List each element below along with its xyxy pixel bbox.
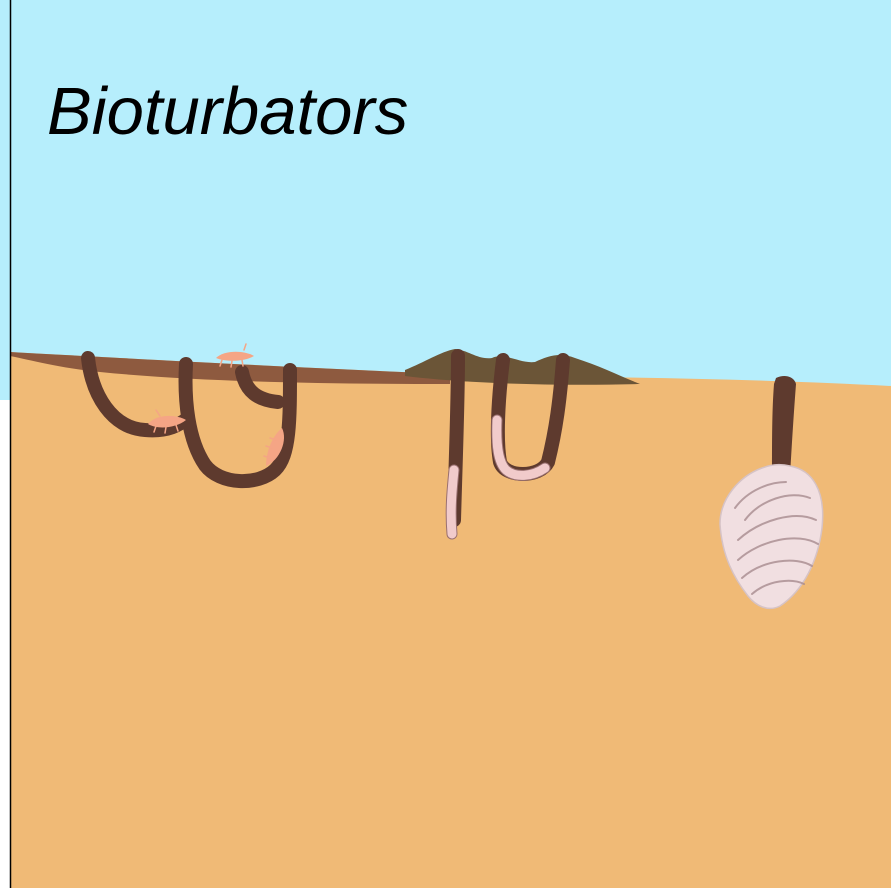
water-column <box>0 0 891 400</box>
page-title: Bioturbators <box>47 78 408 145</box>
worm-icon <box>451 470 454 534</box>
